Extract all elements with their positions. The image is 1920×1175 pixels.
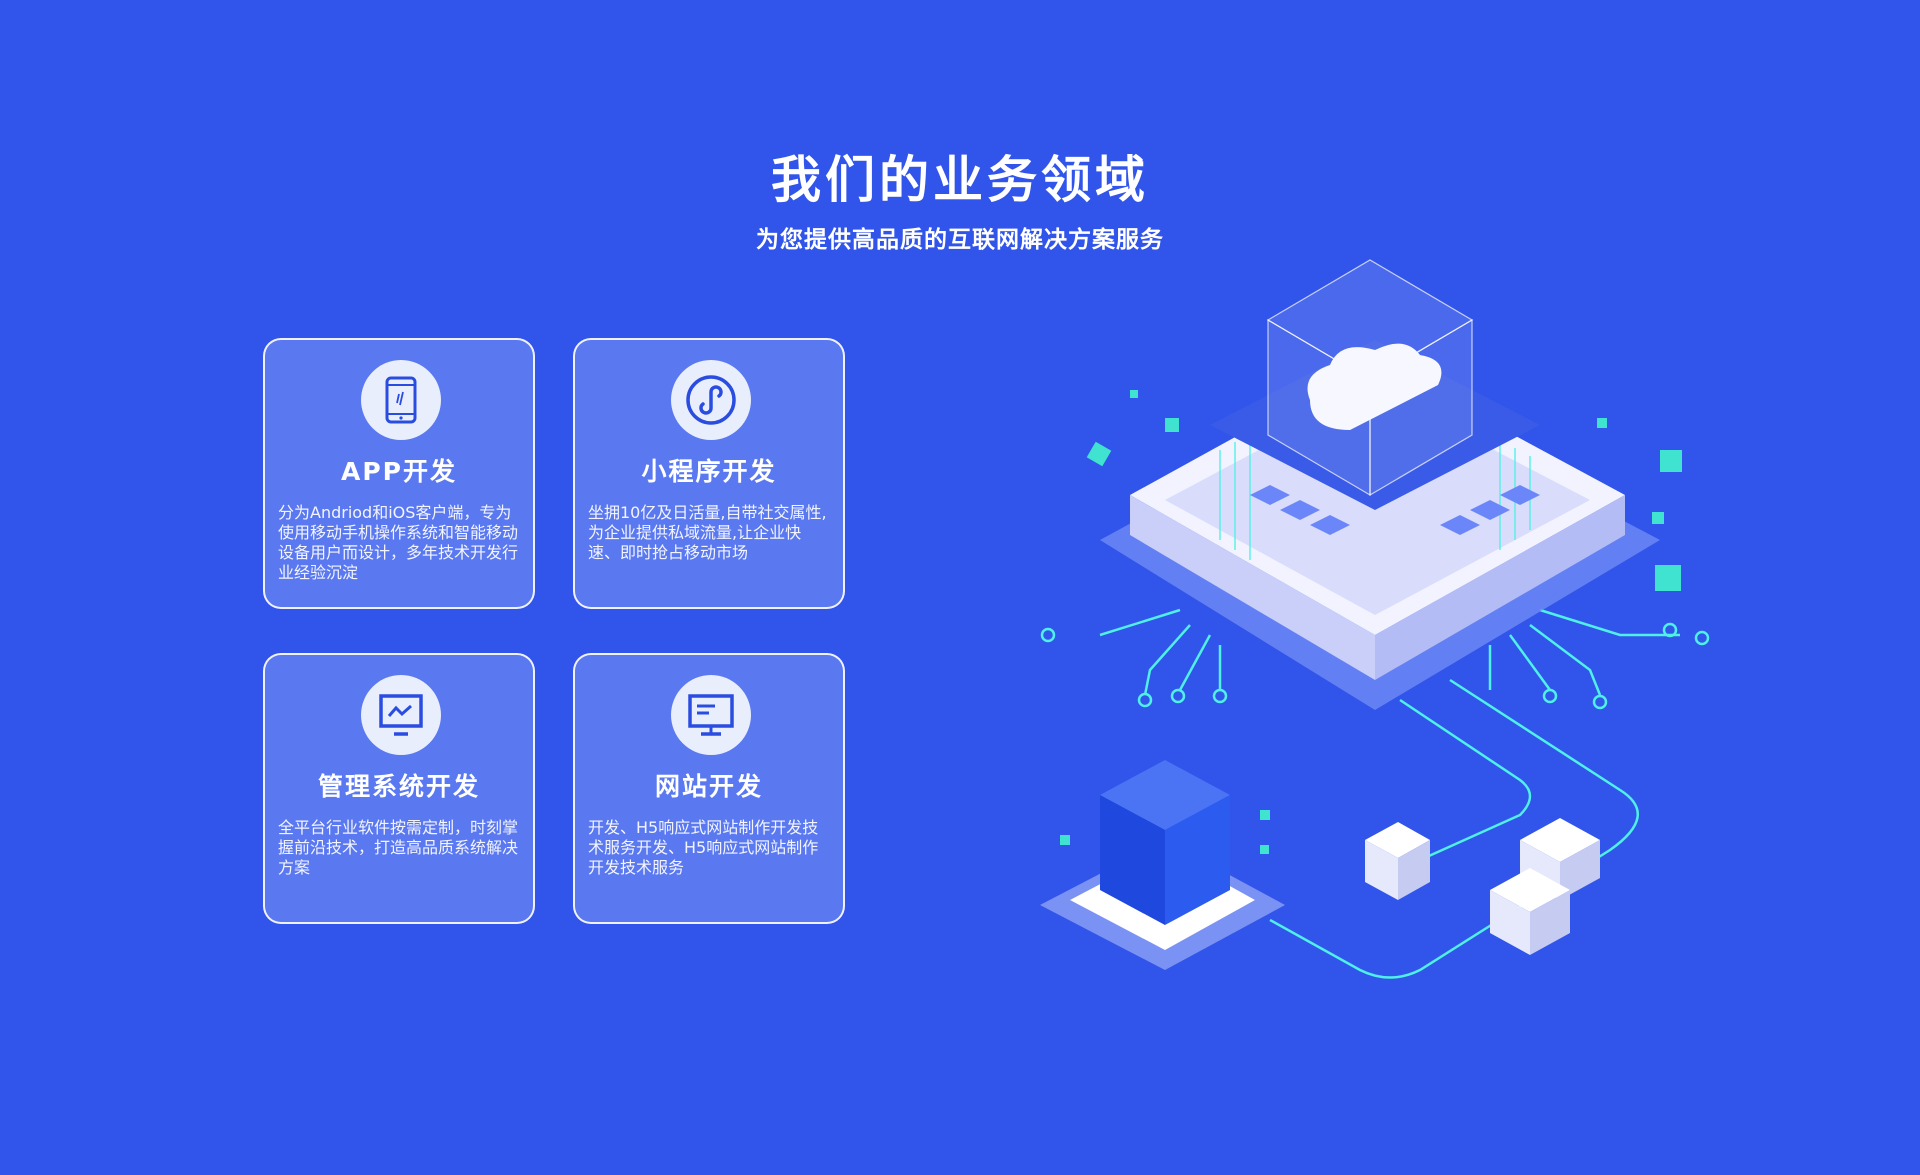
card-title: 小程序开发 — [641, 457, 777, 486]
chip-core — [1210, 340, 1540, 510]
card-title: APP开发 — [341, 457, 457, 486]
cloud-computing-illustration — [1040, 259, 1710, 979]
card-title: 网站开发 — [654, 772, 763, 801]
monitor-chart-icon — [361, 675, 441, 755]
mini-program-icon — [671, 360, 751, 440]
page-subtitle: 为您提供高品质的互联网解决方案服务 — [756, 227, 1164, 253]
server-rack-icon — [1040, 760, 1285, 970]
floating-cubes-icon — [1060, 390, 1682, 854]
monitor-website-icon — [671, 675, 751, 755]
service-card-app[interactable]: APP开发 分为Andriod和iOS客户端，专为使用移动手机操作系统和智能移动… — [263, 338, 535, 609]
cloud-icon — [1307, 343, 1442, 430]
service-card-website[interactable]: 网站开发 开发、H5响应式网站制作开发技术服务开发、H5响应式网站制作开发技术服… — [573, 653, 845, 924]
card-title: 管理系统开发 — [317, 772, 480, 801]
card-description: 坐拥10亿及日活量,自带社交属性,为企业提供私域流量,让企业快速、即时抢占移动市… — [588, 503, 827, 562]
mobile-phone-icon — [361, 360, 441, 440]
circuit-lines-icon — [1040, 608, 1710, 979]
card-description: 开发、H5响应式网站制作开发技术服务开发、H5响应式网站制作开发技术服务 — [588, 818, 819, 877]
page-title: 我们的业务领域 — [771, 151, 1149, 209]
service-card-management-system[interactable]: 管理系统开发 全平台行业软件按需定制，时刻掌握前沿技术，打造高品质系统解决方案 — [263, 653, 535, 924]
service-card-mini-program[interactable]: 小程序开发 坐拥10亿及日活量,自带社交属性,为企业提供私域流量,让企业快速、即… — [573, 338, 845, 609]
card-description: 分为Andriod和iOS客户端，专为使用移动手机操作系统和智能移动设备用户而设… — [278, 503, 519, 582]
card-description: 全平台行业软件按需定制，时刻掌握前沿技术，打造高品质系统解决方案 — [278, 818, 519, 877]
white-blocks-icon — [1365, 818, 1600, 955]
